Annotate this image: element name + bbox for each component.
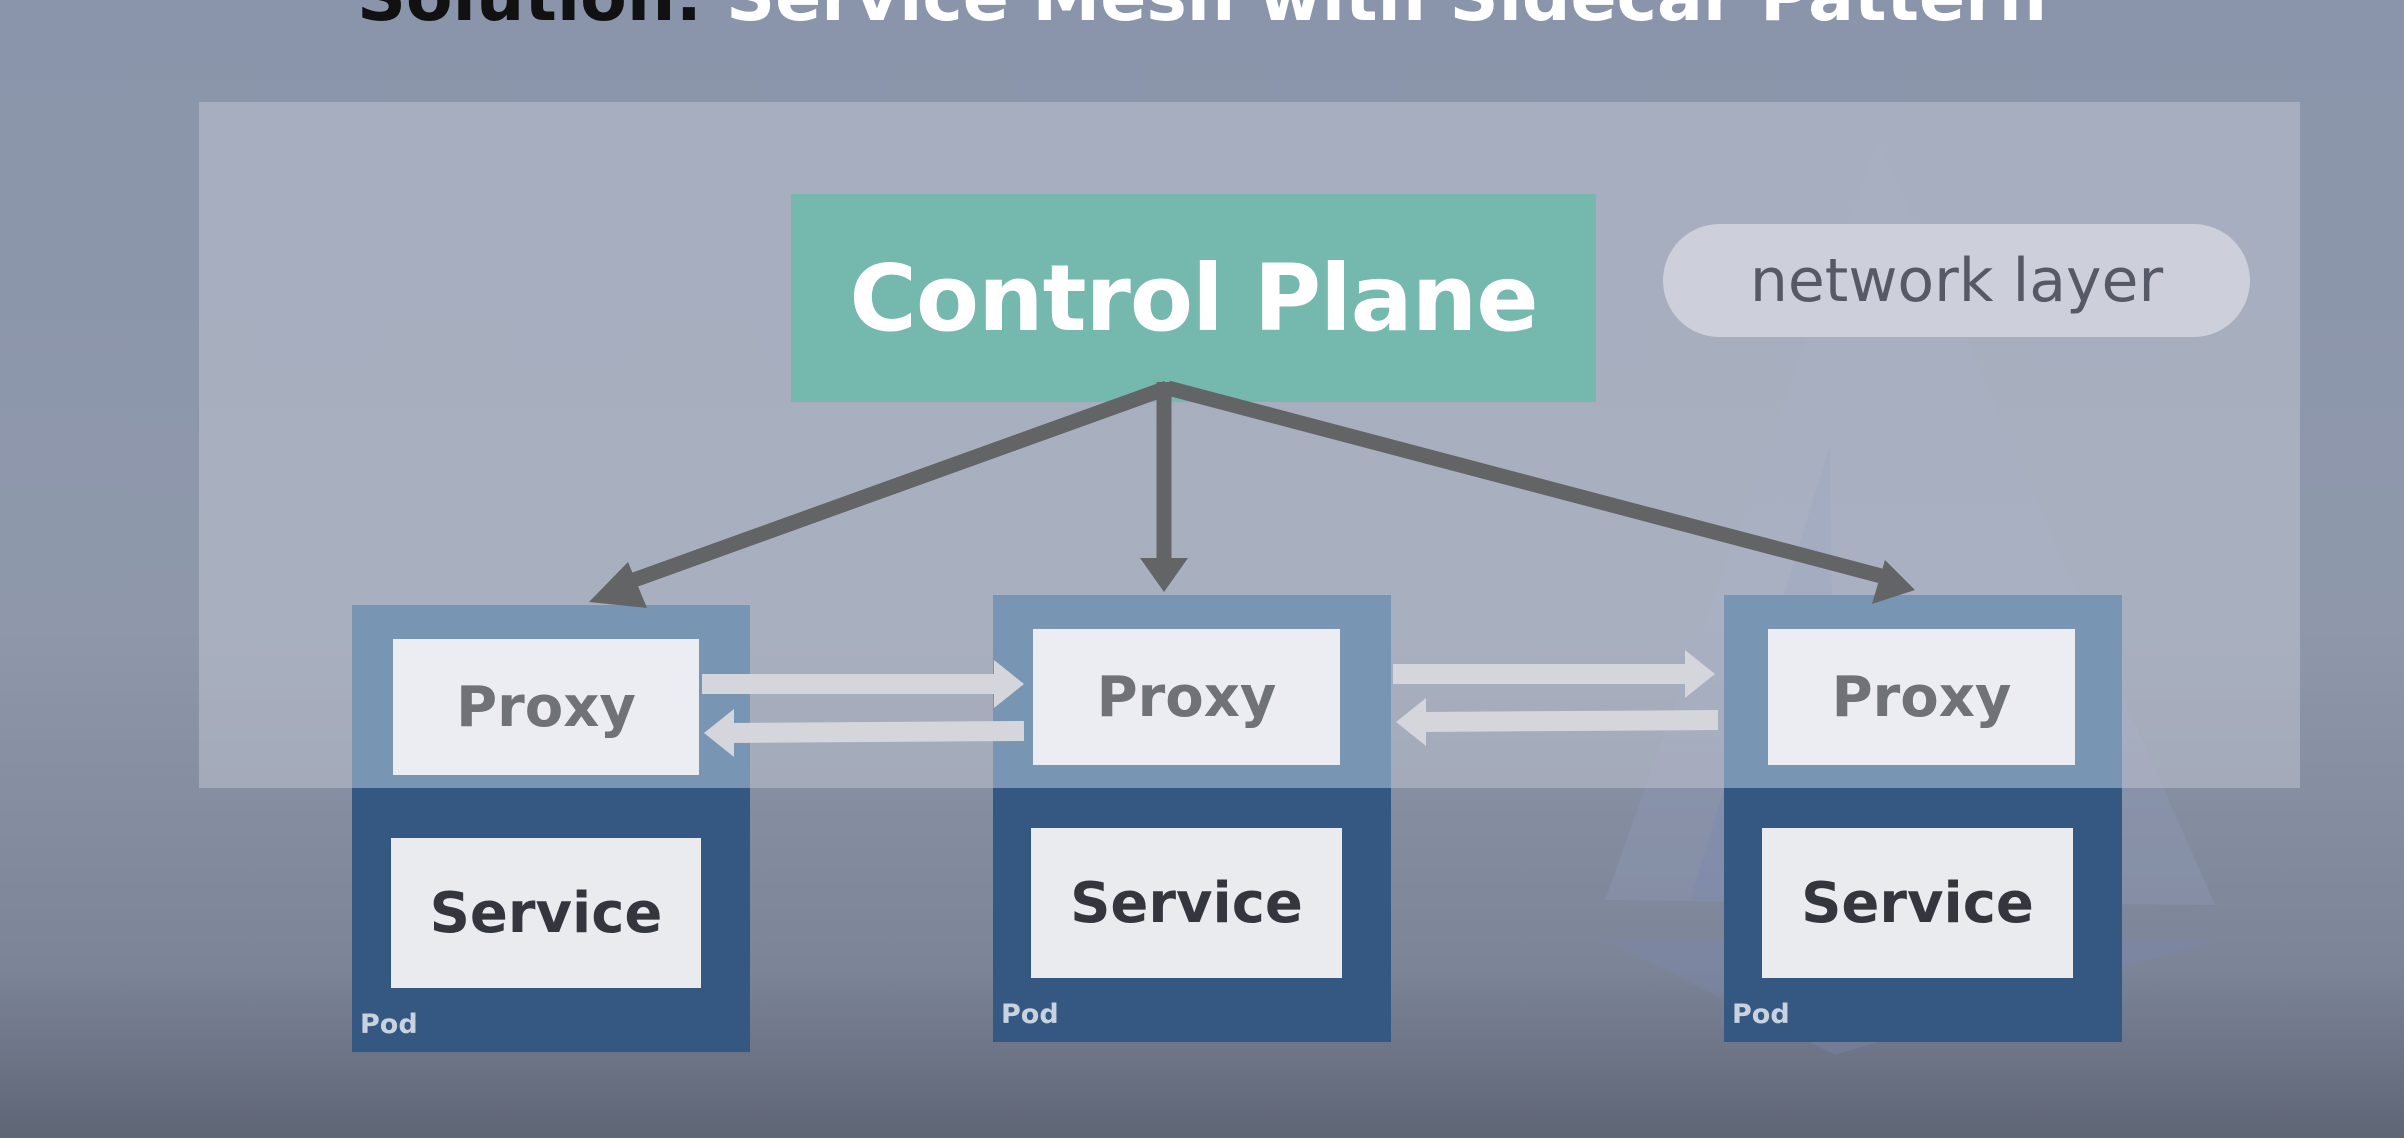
arrowhead-icon [1872, 560, 1915, 604]
arrowhead-icon [1685, 650, 1715, 698]
proxy-box: Proxy [1033, 629, 1340, 765]
proxy-box: Proxy [393, 639, 699, 775]
arrowhead-icon [589, 562, 647, 608]
slide-title: Solution: Service Mesh with Sidecar Patt… [0, 0, 2404, 37]
title-rest: Service Mesh with Sidecar Pattern [726, 0, 2047, 37]
pod-2: Proxy Service Pod [993, 595, 1391, 1042]
arrowhead-icon [704, 709, 734, 757]
control-plane: Control Plane [791, 194, 1596, 402]
proxy-arrows [702, 650, 1719, 757]
service-box: Service [1031, 828, 1342, 978]
pod-1: Proxy Service Pod [352, 605, 750, 1052]
pod-label: Pod [1732, 999, 1790, 1030]
proxy-box: Proxy [1768, 629, 2075, 765]
control-to-proxy-3-arrow [1166, 380, 1887, 585]
control-arrows [589, 380, 1915, 608]
control-to-proxy-1-arrow [617, 380, 1170, 593]
arrowhead-icon [994, 660, 1024, 708]
pod-label: Pod [360, 1009, 418, 1040]
service-box: Service [1762, 828, 2073, 978]
service-box: Service [391, 838, 701, 988]
title-lead: Solution: [357, 0, 703, 37]
pod-3: Proxy Service Pod [1724, 595, 2122, 1042]
pod-label: Pod [1001, 999, 1059, 1030]
network-layer-badge: network layer [1663, 224, 2250, 337]
arrowhead-icon [1140, 558, 1188, 592]
proxy-3-to-2-arrow [1421, 710, 1719, 732]
arrowhead-icon [1396, 698, 1426, 746]
proxy-2-to-1-arrow [729, 721, 1025, 743]
